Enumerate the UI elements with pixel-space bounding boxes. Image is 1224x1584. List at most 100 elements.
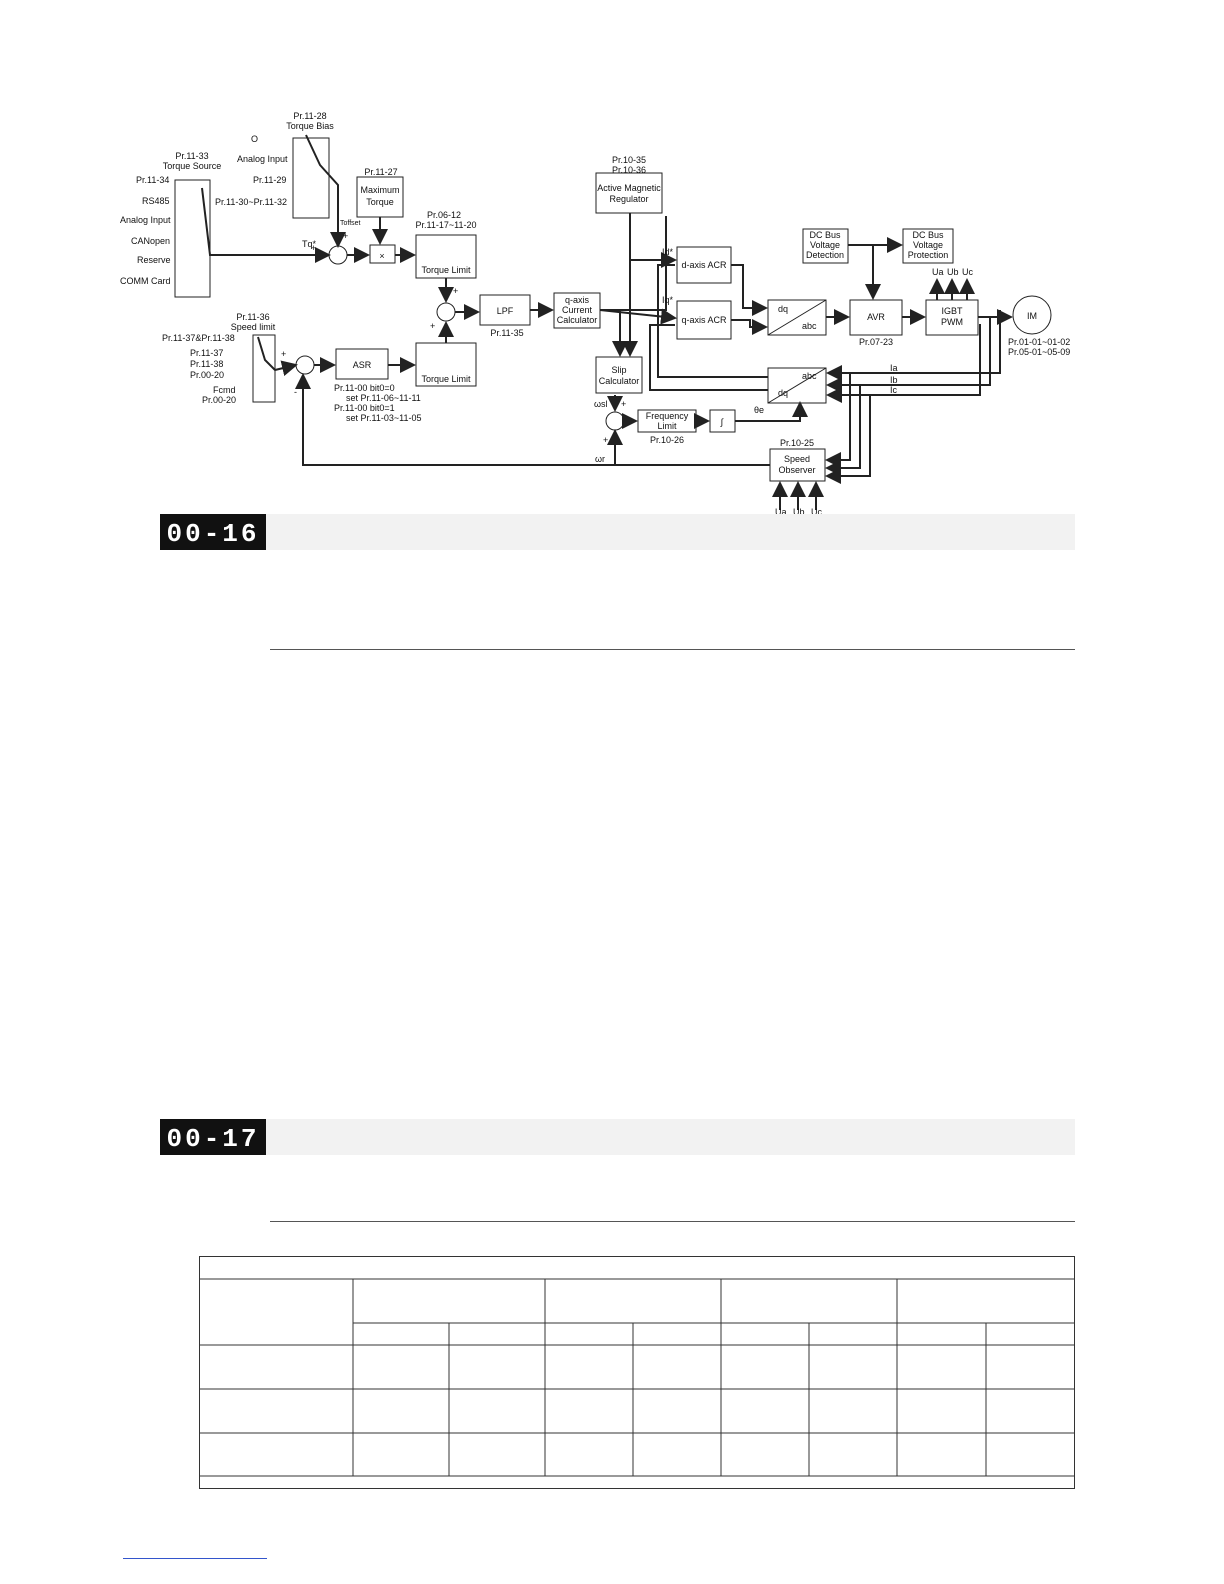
label-pr1036: Pr.10-36 [612, 165, 646, 175]
label-freq-1: Frequency [646, 411, 689, 421]
label-dc-prot-2: Voltage [913, 240, 943, 250]
label-pr0020a: Pr.00-20 [190, 370, 224, 380]
label-w-r: ωr [595, 454, 605, 464]
label-plus-3: + [453, 286, 458, 296]
label-integral: ∫ [720, 417, 725, 427]
label-minus-1: - [294, 387, 297, 397]
label-src-reserve: Reserve [137, 255, 171, 265]
label-asr-n1: Pr.11-00 bit0=0 [334, 383, 395, 393]
parameter-code: 00-17 [166, 1124, 259, 1154]
label-w-sl: ωsl [594, 399, 608, 409]
label-dc-det-1: DC Bus [809, 230, 841, 240]
label-pr1025: Pr.10-25 [780, 438, 814, 448]
section-divider [270, 649, 1075, 650]
label-ua: Ua [932, 267, 944, 277]
label-abc: abc [802, 321, 817, 331]
label-ub: Ub [947, 267, 959, 277]
label-uc-bottom: Uc [811, 507, 822, 517]
label-pr1117: Pr.11-17~11-20 [416, 220, 477, 230]
label-src-comm: COMM Card [120, 276, 171, 286]
label-src-rs485: RS485 [142, 196, 170, 206]
label-bias-pr1130: Pr.11-30~Pr.11-32 [215, 197, 287, 207]
label-pr1137: Pr.11-37 [190, 348, 223, 358]
label-src-pr1134: Pr.11-34 [136, 175, 169, 185]
label-pr0612: Pr.06-12 [427, 210, 461, 220]
label-ua-bottom: Ua [775, 507, 787, 517]
label-amr-1: Active Magnetic [597, 183, 661, 193]
label-asr: ASR [353, 360, 372, 370]
label-qcc-3: Calculator [557, 315, 598, 325]
label-asr-n4: set Pr.11-03~11-05 [346, 413, 421, 423]
label-t-offset: Toffset [340, 220, 361, 227]
label-pr0020b: Pr.00-20 [202, 395, 236, 405]
table-grid [200, 1278, 1074, 1477]
label-dc-det-2: Voltage [810, 240, 840, 250]
label-pr1127: Pr.11-27 [364, 167, 397, 177]
label-torque-limit-1: Torque Limit [421, 265, 471, 275]
parameter-code-display: 00-17 [160, 1119, 266, 1155]
control-block-diagram: Pr.11-28 Torque Bias Pr.11-33 Torque Sou… [120, 111, 1070, 517]
label-plus-7: + [603, 435, 608, 445]
label-ia: Ia [890, 363, 898, 373]
label-pr0101: Pr.01-01~01-02 [1008, 337, 1070, 347]
label-ib: Ib [890, 375, 898, 385]
label-igbt: IGBT [941, 306, 963, 316]
label-im: IM [1027, 311, 1037, 321]
label-pr1133: Pr.11-33 [175, 151, 208, 161]
label-dc-prot-1: DC Bus [912, 230, 944, 240]
label-pr1136: Pr.11-36 [236, 312, 269, 322]
label-d-acr: d-axis ACR [681, 260, 727, 270]
label-abc-2: abc [802, 371, 817, 381]
label-plus-2: + [343, 231, 348, 241]
parameter-code-display: 00-16 [160, 514, 266, 550]
label-pwm: PWM [941, 317, 963, 327]
label-q-acr: q-axis ACR [681, 315, 727, 325]
parameter-header-00-16: 00-16 [160, 514, 1075, 550]
label-plus-1: + [311, 243, 316, 253]
label-torque-limit-2: Torque Limit [421, 374, 471, 384]
label-t-q: Tq* [302, 239, 317, 249]
label-slip-1: Slip [611, 365, 626, 375]
label-id-star: Id* [662, 247, 674, 257]
label-plus-4: + [430, 321, 435, 331]
label-uc: Uc [962, 267, 973, 277]
label-theta-e: θe [754, 405, 764, 415]
section-divider [270, 1221, 1075, 1222]
label-avr: AVR [867, 312, 885, 322]
parameter-code: 00-16 [166, 519, 259, 549]
label-plus-5: + [281, 349, 286, 359]
label-dc-det-3: Detection [806, 250, 844, 260]
label-fcmd: Fcmd [213, 385, 236, 395]
label-pr1137-1138: Pr.11-37&Pr.11-38 [162, 333, 235, 343]
seven-segment-display: 00-17 [166, 1124, 259, 1154]
label-iq-star: Iq* [662, 295, 674, 305]
label-qcc-2: Current [562, 305, 593, 315]
label-pr1128: Pr.11-28 [293, 111, 326, 121]
specification-table [199, 1256, 1075, 1489]
footer-link-underline [123, 1558, 267, 1559]
label-maximum: Maximum [360, 185, 399, 195]
label-ub-bottom: Ub [793, 507, 805, 517]
label-pr1135: Pr.11-35 [490, 328, 523, 338]
label-bias-0: O [251, 134, 258, 144]
label-pr1138: Pr.11-38 [190, 359, 223, 369]
label-lpf: LPF [497, 306, 514, 316]
label-asr-n2: set Pr.11-06~11-11 [346, 393, 421, 403]
label-torque-source: Torque Source [163, 161, 222, 171]
label-amr-2: Regulator [609, 194, 648, 204]
parameter-header-00-17: 00-17 [160, 1119, 1075, 1155]
label-qcc-1: q-axis [565, 295, 590, 305]
label-plus-6: + [621, 399, 626, 409]
label-src-analog: Analog Input [120, 215, 171, 225]
seven-segment-display: 00-16 [166, 519, 259, 549]
label-torque-bias: Torque Bias [286, 121, 334, 131]
label-slip-2: Calculator [599, 376, 640, 386]
label-pr1035: Pr.10-35 [612, 155, 646, 165]
label-pr0501: Pr.05-01~05-09 [1008, 347, 1070, 357]
label-speed-limit: Speed limit [231, 322, 276, 332]
label-torque: Torque [366, 197, 394, 207]
label-dc-prot-3: Protection [908, 250, 949, 260]
label-freq-2: Limit [657, 421, 677, 431]
label-multiply: × [379, 251, 384, 261]
